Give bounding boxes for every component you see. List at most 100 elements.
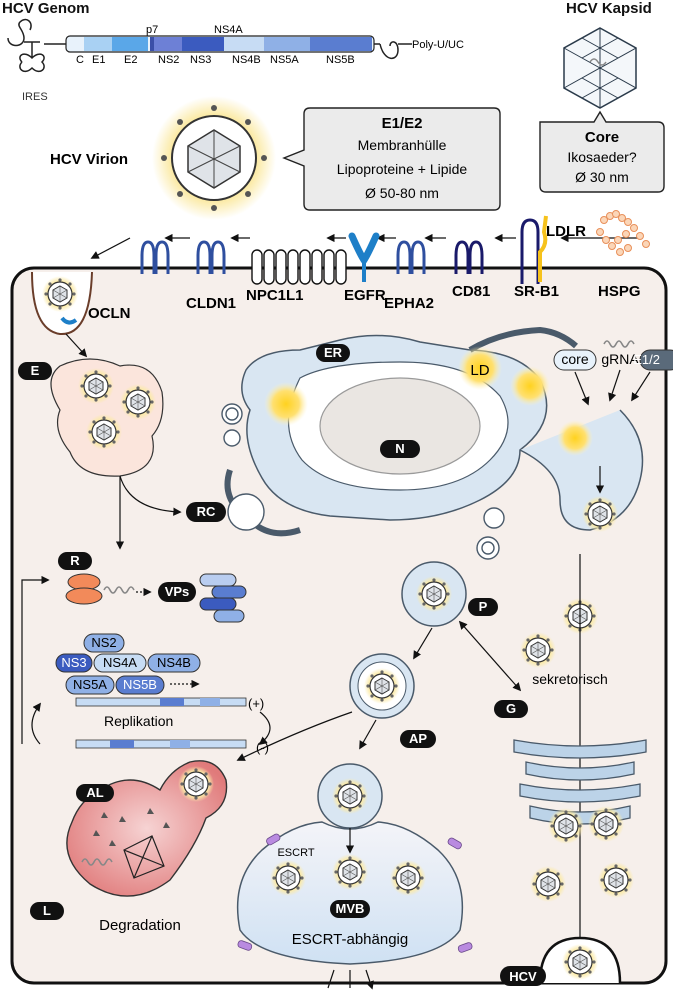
capsid-icon <box>563 27 637 109</box>
ns4b-chip: NS4B <box>157 655 191 670</box>
degradation-label: Degradation <box>99 917 181 934</box>
label-p: P <box>479 599 488 614</box>
core-label: core <box>561 351 588 367</box>
ns3-chip: NS3 <box>61 655 86 670</box>
label-rc-bg <box>186 502 226 522</box>
label-hcv: HCV <box>509 969 537 984</box>
ns5b-chip: NS5B <box>123 677 157 692</box>
seg-ns5a-label: NS5A <box>270 54 299 66</box>
polyu-label: Poly-U/UC <box>412 39 464 51</box>
virion-label: HCV Virion <box>50 151 128 168</box>
label-ap: AP <box>409 731 427 746</box>
hspg-icon <box>596 210 650 256</box>
virion-line3: Ø 50-80 nm <box>365 185 439 201</box>
label-er-bg <box>316 344 350 362</box>
label-g-bg <box>494 700 528 718</box>
lipid-droplet-1 <box>264 382 308 426</box>
plus-strand-label: (+) <box>248 696 264 711</box>
srb1-receptor-icon <box>520 218 540 284</box>
seg-p7-label: p7 <box>146 24 158 36</box>
lipid-droplet-3 <box>510 366 550 406</box>
seg-ns5b-label: NS5B <box>326 54 355 66</box>
ldlr-receptor-icon <box>538 215 548 282</box>
label-al-bg <box>76 784 114 802</box>
capsid-line1: Ikosaeder? <box>567 149 636 165</box>
multivesicular-body <box>236 763 473 988</box>
virion-line2: Lipoproteine + Lipide <box>337 161 468 177</box>
ns5a-chip: NS5A <box>73 677 107 692</box>
endocytic-pit <box>31 271 93 336</box>
label-mvb-bg <box>330 900 370 918</box>
genome-title: HCV Genom <box>2 0 90 17</box>
er-budding-vesicle-p <box>401 561 467 627</box>
ns4a-chip: NS4A <box>103 655 137 670</box>
ns2-chip: NS2 <box>91 635 116 650</box>
seg-ns4b-label: NS4B <box>232 54 261 66</box>
ires-label: IRES <box>22 91 48 103</box>
srb1-label: SR-B1 <box>514 283 559 300</box>
label-n: N <box>395 441 404 456</box>
label-p-bg <box>468 598 498 616</box>
label-hcv-bg <box>500 966 546 986</box>
seg-ns2-label: NS2 <box>158 54 179 66</box>
replikation-label: Replikation <box>104 713 173 729</box>
receptors <box>140 210 650 285</box>
replication-panel: R VPs NS2 NS3 NS4A NS4B NS5A NS5B (+) Re… <box>21 552 271 755</box>
label-e: E <box>31 363 40 378</box>
ocln-label: OCLN <box>88 305 131 322</box>
label-l-bg <box>30 902 64 920</box>
seg-ns3-label: NS3 <box>190 54 211 66</box>
egress-bud <box>538 936 622 984</box>
endosome-e <box>50 358 164 477</box>
cldn1-label: CLDN1 <box>186 295 236 312</box>
egfr-label: EGFR <box>344 287 386 304</box>
hspg-label: HSPG <box>598 283 641 300</box>
label-er: ER <box>324 345 343 360</box>
capsid-box-title: Core <box>585 129 619 146</box>
label-al: AL <box>86 785 103 800</box>
label-e-bg <box>18 362 52 380</box>
seg-e1-label: E1 <box>92 54 105 66</box>
label-g: G <box>506 701 516 716</box>
virion-panel: HCV Virion E1/E2 Membranhülle Lipoprotei… <box>50 96 501 220</box>
ldlr-label: LDLR <box>546 223 586 240</box>
label-rc: RC <box>197 504 216 519</box>
sekretorisch-label: sekretorisch <box>532 671 607 687</box>
label-ld: LD <box>470 362 489 379</box>
lipid-droplet-2 <box>458 346 502 390</box>
nucleus <box>319 377 481 475</box>
entry-arrows <box>90 233 640 259</box>
escrt-dependent-label: ESCRT-abhängig <box>292 931 408 948</box>
genome-map: C E1 E2 p7 NS2 NS3 NS4A NS4B NS5A NS5B I… <box>7 18 464 103</box>
seg-ns4a-label: NS4A <box>214 24 243 36</box>
label-n-bg <box>380 440 420 458</box>
label-mvb: MVB <box>336 901 365 916</box>
epha2-label: EPHA2 <box>384 295 434 312</box>
escrt-label: ESCRT <box>277 847 314 859</box>
label-ap-bg <box>400 730 436 748</box>
capsid-title: HCV Kapsid <box>566 0 652 17</box>
membrane-vesicles <box>221 403 505 560</box>
grna-label: gRNA <box>601 351 639 367</box>
egfr-receptor-icon <box>348 232 380 282</box>
capsid-panel: Core Ikosaeder? Ø 30 nm <box>539 27 665 193</box>
autophagosome <box>349 653 415 719</box>
virion-line1: Membranhülle <box>358 137 447 153</box>
capsid-line2: Ø 30 nm <box>575 169 629 185</box>
ires-structure-icon <box>19 41 45 73</box>
seg-c-label: C <box>76 54 84 66</box>
npc1l1-label: NPC1L1 <box>246 287 304 304</box>
label-vps: VPs <box>165 584 190 599</box>
e12-label: E1/2 <box>633 352 660 367</box>
lipid-droplet-4 <box>557 420 593 456</box>
label-r: R <box>70 553 80 568</box>
label-l: L <box>43 903 51 918</box>
viral-proteins-stack <box>199 573 247 623</box>
seg-e2-label: E2 <box>124 54 137 66</box>
npc1l1-receptor-icon <box>251 249 347 285</box>
virion-box-title: E1/E2 <box>382 115 423 132</box>
assembly-site: core gRNA E1/2 <box>553 340 673 533</box>
cd81-label: CD81 <box>452 283 490 300</box>
